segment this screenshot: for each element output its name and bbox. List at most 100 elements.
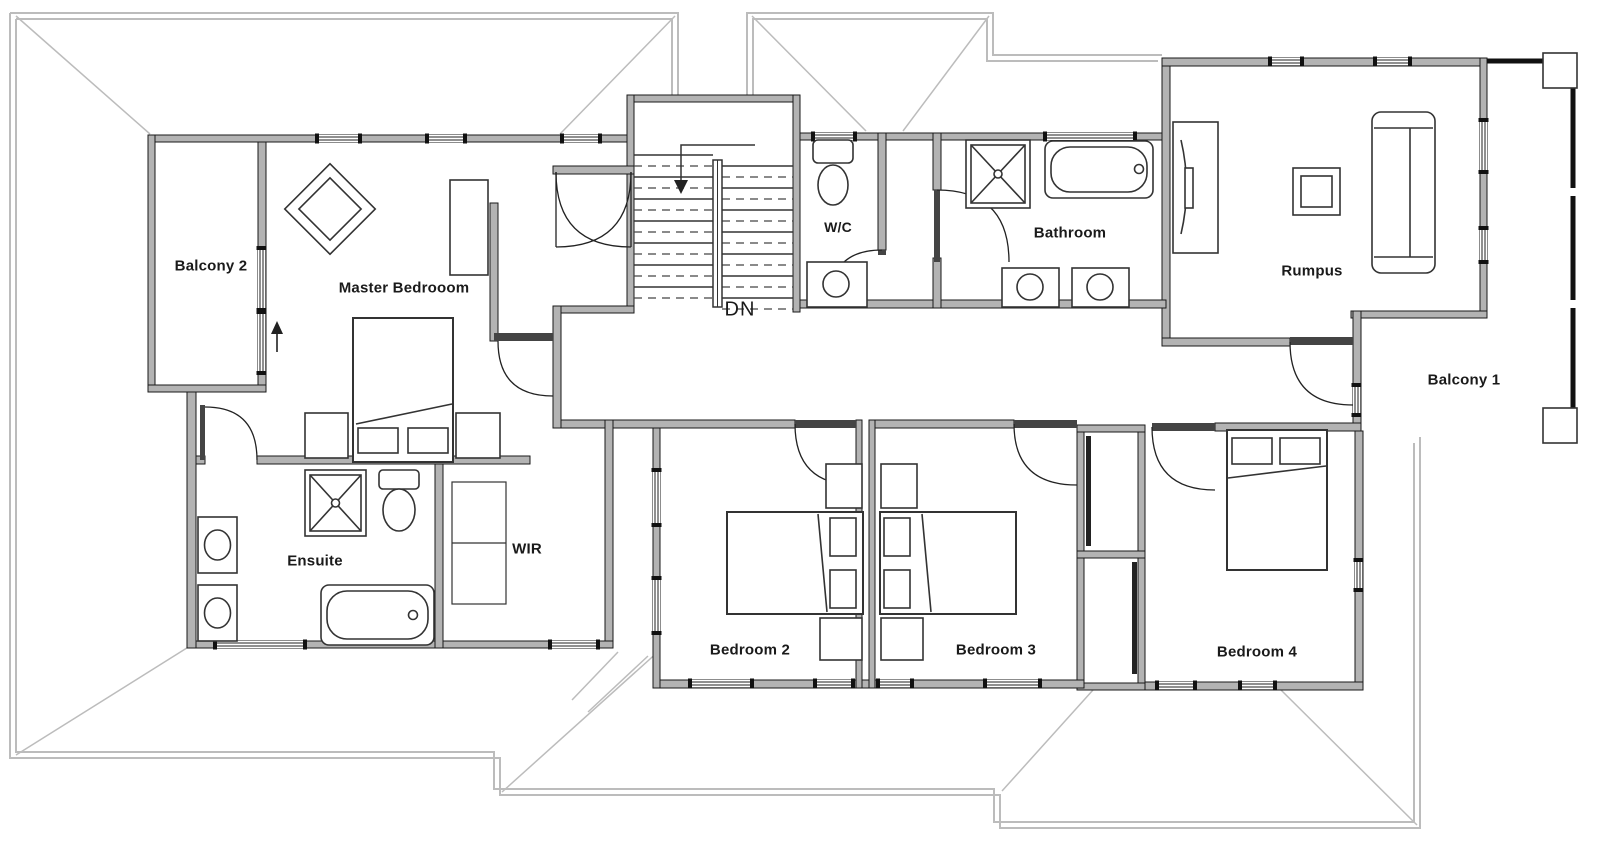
door-leaf — [934, 190, 940, 262]
toilet-icon — [378, 469, 420, 532]
wall-segment — [868, 419, 876, 689]
window — [1480, 120, 1487, 172]
window — [688, 678, 692, 689]
window — [878, 680, 912, 687]
room-label-bathroom: Bathroom — [1033, 224, 1107, 242]
wall-segment — [147, 384, 267, 393]
window — [985, 680, 1040, 687]
wall-segment — [792, 94, 801, 313]
window — [256, 371, 267, 375]
room-label-balcony-2: Balcony 2 — [174, 257, 248, 275]
window — [651, 631, 662, 635]
window — [853, 131, 857, 142]
door-leaf — [795, 420, 856, 428]
balcony-corner-post — [1542, 407, 1578, 444]
window — [1478, 170, 1489, 174]
window — [303, 639, 307, 650]
windows — [213, 56, 1489, 691]
window — [258, 312, 265, 373]
master-bed — [352, 317, 454, 463]
window — [598, 133, 602, 144]
down-arrow-icon — [674, 180, 688, 194]
wall-segment — [1076, 424, 1146, 433]
bedside-table — [819, 617, 863, 661]
wall-segment — [489, 202, 499, 342]
wall-segment — [932, 257, 942, 309]
window — [750, 678, 754, 689]
window — [425, 133, 429, 144]
toilet-icon — [812, 139, 854, 206]
window — [548, 639, 552, 650]
door-leaf — [1290, 337, 1353, 345]
window — [358, 133, 362, 144]
robe-door-arc — [555, 171, 632, 248]
bedside-table — [880, 617, 924, 661]
window — [562, 135, 600, 142]
stairs-down-label: DN — [724, 298, 756, 321]
armchair — [283, 162, 377, 256]
window — [550, 641, 598, 648]
room-label-master-bedroom: Master Bedrooom — [338, 279, 470, 297]
wall-segment — [932, 132, 942, 191]
basin-vanity — [1071, 267, 1130, 308]
room-label-rumpus: Rumpus — [1281, 262, 1343, 280]
robe-door-arc — [555, 171, 632, 248]
window — [1478, 260, 1489, 264]
door-leaf — [1014, 420, 1077, 428]
balcony1-railing — [1487, 52, 1578, 444]
door-leaf — [200, 405, 205, 460]
window — [1353, 588, 1364, 592]
wall-segment — [434, 463, 444, 649]
basin-vanity — [806, 261, 868, 308]
window — [1408, 56, 1412, 67]
bed — [726, 511, 864, 615]
bed — [879, 511, 1017, 615]
window — [983, 678, 987, 689]
window — [653, 470, 660, 525]
shower-icon — [304, 469, 367, 537]
window — [1300, 56, 1304, 67]
window — [690, 680, 752, 687]
window — [256, 246, 267, 250]
bed — [1226, 429, 1328, 571]
window — [1351, 413, 1362, 417]
wall-segment — [1350, 310, 1488, 319]
coffee-table — [1292, 167, 1341, 216]
window — [427, 135, 465, 142]
window — [256, 310, 267, 314]
door-leaf — [878, 250, 886, 255]
window — [1193, 680, 1197, 691]
door-swings — [200, 171, 1354, 491]
window — [1373, 56, 1377, 67]
room-label-wc: W/C — [824, 219, 852, 235]
window — [1157, 682, 1195, 689]
bathtub-icon — [1044, 140, 1154, 199]
window — [811, 131, 815, 142]
window — [1155, 680, 1159, 691]
bedside-table — [880, 463, 918, 509]
wall-segment — [560, 305, 635, 314]
basin-vanity — [197, 584, 238, 642]
wall-segment — [652, 419, 661, 689]
balcony-corner-post — [1542, 52, 1578, 89]
window — [1478, 118, 1489, 122]
dresser — [449, 179, 489, 276]
wall-segment — [799, 299, 1167, 309]
window — [560, 133, 564, 144]
window — [651, 523, 662, 527]
window — [1238, 680, 1242, 691]
window — [315, 133, 319, 144]
wall-segment — [1076, 550, 1146, 559]
window — [651, 468, 662, 472]
basin-vanity — [197, 516, 238, 574]
window — [910, 678, 914, 689]
door-leaf — [1152, 423, 1215, 431]
wall-segment — [552, 165, 635, 175]
wall-segment — [1479, 57, 1488, 319]
wall-segment — [147, 134, 156, 393]
window — [258, 248, 265, 310]
wall-segment — [552, 305, 562, 429]
wall-segment — [1076, 682, 1146, 691]
